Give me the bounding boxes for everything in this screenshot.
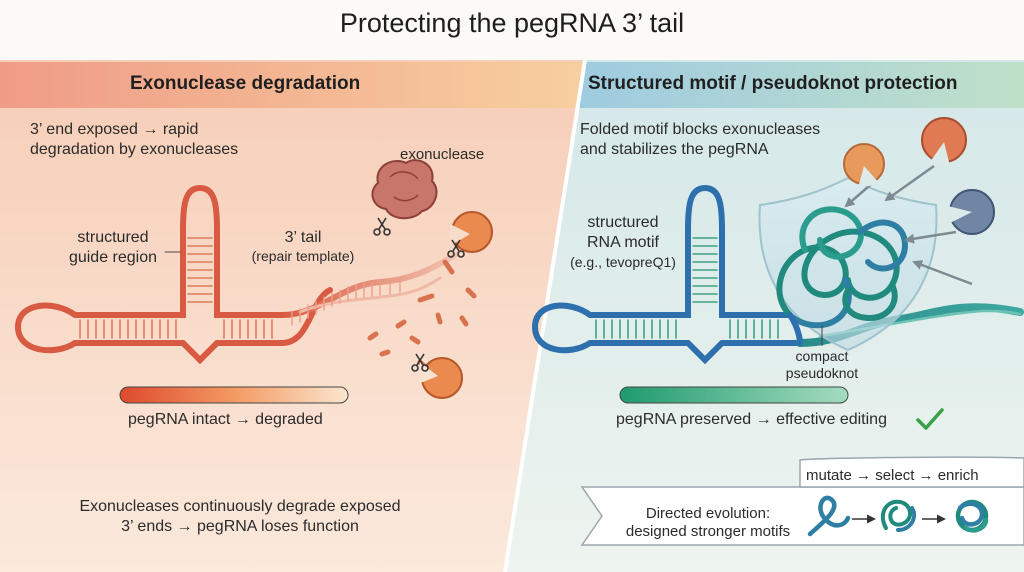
motif-label-line2: RNA motif <box>586 234 659 251</box>
guide-region-label-line2: guide region <box>68 249 158 266</box>
guide-region-label-line1: structured <box>77 229 149 246</box>
exonuclease-pacman-icon <box>450 211 494 253</box>
left-degradation-bar <box>119 386 349 404</box>
page-title: Protecting the pegRNA 3’ tail <box>339 8 685 38</box>
pseudoknot-icon <box>776 206 909 346</box>
left-footer-line1: Exonucleases continuously degrade expose… <box>79 498 401 515</box>
right-panel-header: Structured motif / pseudoknot protection <box>588 73 958 94</box>
scissors-icon <box>411 353 429 372</box>
right-bar-caption: pegRNA preserved → effective editing <box>616 411 887 428</box>
left-footer-line2: 3’ ends → pegRNA loses function <box>121 518 359 535</box>
pseudoknot-label-line2: pseudoknot <box>785 365 859 381</box>
left-rna-backbone-top <box>14 302 78 354</box>
left-intro-line1: 3’ end exposed → rapid <box>30 121 199 138</box>
exonuclease-pacman-icon <box>418 357 464 399</box>
exonuclease-pacman-icon <box>921 117 968 166</box>
left-intro-line2: degradation by exonucleases <box>30 141 239 158</box>
scissors-icon <box>373 217 391 236</box>
exonuclease-icon <box>371 159 438 220</box>
evolution-label-line1: Directed evolution: <box>645 505 771 522</box>
left-bar-caption: pegRNA intact → degraded <box>128 411 323 428</box>
left-panel-header: Exonuclease degradation <box>130 73 361 94</box>
left-header-band <box>0 62 584 108</box>
evolution-label-line2: designed stronger motifs <box>625 523 791 540</box>
exonuclease-blue-icon <box>948 189 996 235</box>
evolution-motif-1 <box>807 495 851 537</box>
scissors-icon <box>447 239 465 258</box>
left-rna-backbone-bottom <box>72 287 333 365</box>
rna-fragments <box>367 259 477 369</box>
right-intro-line1: Folded motif blocks exonucleases <box>580 121 821 138</box>
tail-label-line1: 3’ tail <box>284 229 322 246</box>
exonuclease-pacman-icon <box>843 143 886 188</box>
tail-label-line2: (repair template) <box>251 248 355 264</box>
evolution-motif-3 <box>955 499 989 533</box>
check-icon <box>916 408 944 430</box>
right-header-band <box>579 62 1024 108</box>
left-pegrna <box>14 184 458 365</box>
motif-label-line1: structured <box>587 214 659 231</box>
right-preserved-bar <box>619 386 849 404</box>
pseudoknot-label-line1: compact <box>795 348 849 364</box>
evolution-motif-2 <box>880 499 917 532</box>
right-intro-line2: and stabilizes the pegRNA <box>580 141 769 158</box>
exonuclease-label: exonuclease <box>400 146 485 163</box>
motif-label-line3: (e.g., tevopreQ1) <box>570 254 676 270</box>
evolution-steps: mutate → select → enrich <box>806 467 979 484</box>
panel-divider <box>503 59 587 572</box>
